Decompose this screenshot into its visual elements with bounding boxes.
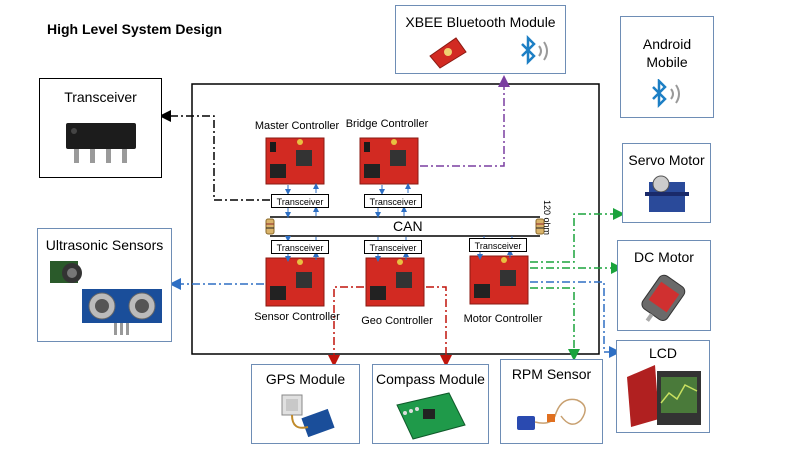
- rpm-sensor-label: RPM Sensor: [511, 366, 592, 382]
- motor-servo-link: [530, 208, 625, 263]
- compass-module-label: Compass Module: [376, 371, 485, 387]
- bridge-xbee-link: [420, 75, 510, 167]
- xbee-module-box: XBEE Bluetooth Module: [395, 5, 566, 74]
- dc-motor-icon: [641, 274, 686, 322]
- android-mobile-label-2: Mobile: [646, 54, 688, 70]
- can-bus-label: CAN: [393, 218, 423, 234]
- master-transceiver-link: [159, 110, 270, 201]
- system-frame: [191, 83, 600, 355]
- geo-gps-link: [328, 286, 364, 367]
- ultrasonic-sensors-box: Ultrasonic Sensors: [37, 228, 172, 342]
- sensor-board-icon: [265, 257, 325, 307]
- compass-icon: [396, 392, 466, 440]
- lcd-label: LCD: [648, 345, 677, 361]
- transceiver-module-box: Transceiver: [39, 78, 162, 178]
- lcd-box: LCD: [616, 340, 710, 433]
- gps-module-box: GPS Module: [251, 364, 360, 444]
- android-mobile-box: Android Mobile: [620, 16, 714, 118]
- ultrasonic-sensor-icon: [50, 261, 162, 335]
- transceiver-module-label: Transceiver: [64, 89, 137, 105]
- ultrasonic-sensors-label: Ultrasonic Sensors: [45, 237, 164, 253]
- compass-module-box: Compass Module: [372, 364, 489, 444]
- lcd-icon: [627, 365, 701, 427]
- termination-resistor-right: [535, 218, 545, 235]
- bridge-controller-label: Bridge Controller: [345, 118, 429, 130]
- xbee-board-icon: [429, 37, 467, 69]
- terminator-label: 120 ohm: [542, 200, 552, 236]
- android-mobile-label-1: Android: [642, 36, 692, 52]
- servo-motor-label: Servo Motor: [628, 152, 705, 168]
- bluetooth-icon: [521, 34, 548, 66]
- rpm-sensor-box: RPM Sensor: [500, 359, 603, 444]
- motor-board-icon: [469, 255, 529, 305]
- servo-icon: [645, 175, 689, 212]
- xbee-module-label: XBEE Bluetooth Module: [405, 14, 556, 30]
- gps-module-label: GPS Module: [265, 371, 346, 387]
- dc-motor-label: DC Motor: [634, 249, 694, 265]
- sensor-transceiver: Transceiver: [271, 240, 329, 254]
- bridge-board-icon: [359, 137, 419, 185]
- master-board-icon: [265, 137, 325, 185]
- geo-controller-label: Geo Controller: [361, 315, 433, 327]
- geo-board-icon: [365, 257, 425, 307]
- gps-icon: [281, 394, 335, 438]
- rpm-sensor-icon: [517, 398, 586, 430]
- geo-compass-link: [426, 286, 452, 367]
- master-controller-label: Master Controller: [254, 120, 340, 132]
- chip-icon: [66, 123, 136, 163]
- sensor-controller-label: Sensor Controller: [254, 311, 340, 323]
- motor-transceiver: Transceiver: [469, 238, 527, 252]
- transceiver-links: [285, 183, 513, 262]
- motor-lcd-link: [530, 281, 621, 358]
- dc-motor-box: DC Motor: [617, 240, 711, 331]
- termination-resistor-left: [265, 218, 275, 235]
- bridge-transceiver: Transceiver: [364, 194, 422, 208]
- geo-transceiver: Transceiver: [364, 240, 422, 254]
- master-transceiver: Transceiver: [271, 194, 329, 208]
- bluetooth-icon: [652, 79, 680, 109]
- diagram-title: High Level System Design: [47, 21, 223, 37]
- motor-rpm-link: [530, 287, 580, 361]
- motor-controller-label: Motor Controller: [463, 313, 543, 325]
- servo-motor-box: Servo Motor: [622, 143, 711, 223]
